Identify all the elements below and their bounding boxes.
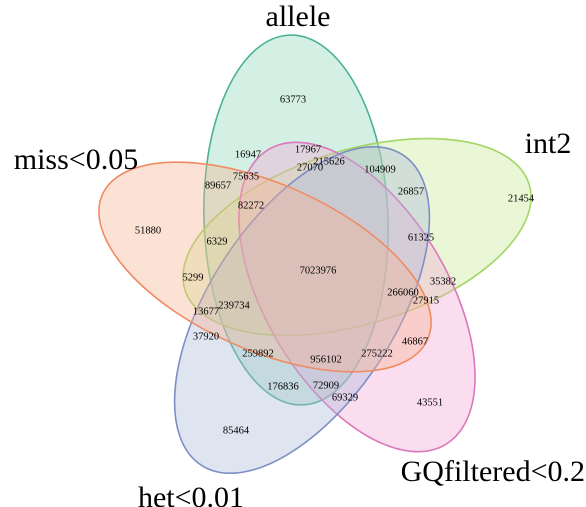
set-label-miss: miss<0.05	[14, 143, 138, 176]
region-count: 69329	[332, 392, 358, 403]
region-count: 85464	[223, 425, 250, 436]
region-count: 26857	[398, 186, 424, 197]
region-count: 21454	[508, 193, 535, 204]
region-count: 16947	[235, 149, 261, 160]
set-ellipse-int2	[182, 137, 532, 337]
venn-sets	[98, 34, 532, 475]
region-count: 259892	[242, 348, 274, 359]
region-count: 27915	[413, 295, 439, 306]
region-count: 5299	[183, 272, 204, 283]
region-count: 17967	[295, 144, 321, 155]
region-counts: 63773 21454 51880 85464 43551 16947 17967 27070…	[135, 94, 535, 436]
region-count: 61325	[408, 232, 434, 243]
region-count: 239734	[218, 300, 250, 311]
set-label-gq: GQfiltered<0.2	[401, 455, 585, 488]
region-count: 63773	[280, 94, 306, 105]
set-label-int2: int2	[525, 127, 572, 160]
region-count: 72909	[313, 380, 339, 391]
set-ellipse-miss	[98, 161, 432, 373]
region-count: 7023976	[300, 265, 337, 276]
region-count: 82272	[238, 200, 264, 211]
region-count: 43551	[417, 397, 443, 408]
region-count: 275222	[361, 348, 393, 359]
region-count: 176836	[267, 381, 299, 392]
set-ellipse-allele	[203, 34, 389, 406]
region-count: 27070	[297, 162, 323, 173]
region-count: 51880	[135, 225, 161, 236]
region-count: 6329	[207, 236, 228, 247]
set-ellipse-het	[173, 145, 431, 475]
region-count: 46867	[402, 336, 428, 347]
region-count: 266060	[387, 287, 419, 298]
region-count: 89657	[205, 180, 231, 191]
set-label-allele: allele	[266, 0, 331, 33]
region-count: 956102	[310, 354, 342, 365]
set-label-het: het<0.01	[138, 481, 244, 507]
region-count: 13677	[193, 306, 219, 317]
region-count: 37920	[193, 331, 219, 342]
set-ellipse-gq	[238, 141, 476, 453]
region-count: 75635	[233, 171, 259, 182]
region-count: 215626	[313, 156, 345, 167]
region-count: 35382	[430, 276, 456, 287]
region-count: 104909	[364, 164, 396, 175]
